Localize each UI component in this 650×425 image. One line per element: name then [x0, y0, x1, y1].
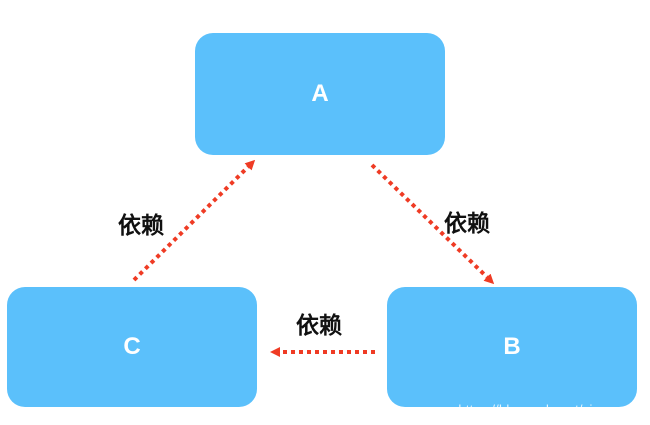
edge-label-b-to-c: 依赖 — [296, 313, 342, 339]
node-b-label: B — [503, 333, 521, 360]
edge-label-a-to-b: 依赖 — [444, 211, 490, 237]
edge-label-c-to-a: 依赖 — [118, 213, 164, 239]
arrow-a-to-b — [370, 163, 495, 285]
node-a: A — [195, 33, 445, 155]
node-c-label: C — [123, 333, 141, 360]
watermark-text: https://blog.csdn.net/xiaoaww — [458, 402, 634, 417]
arrow-c-to-a — [132, 159, 256, 282]
node-a-label: A — [311, 80, 329, 107]
node-c: C — [7, 287, 257, 407]
node-b: B — [387, 287, 637, 407]
